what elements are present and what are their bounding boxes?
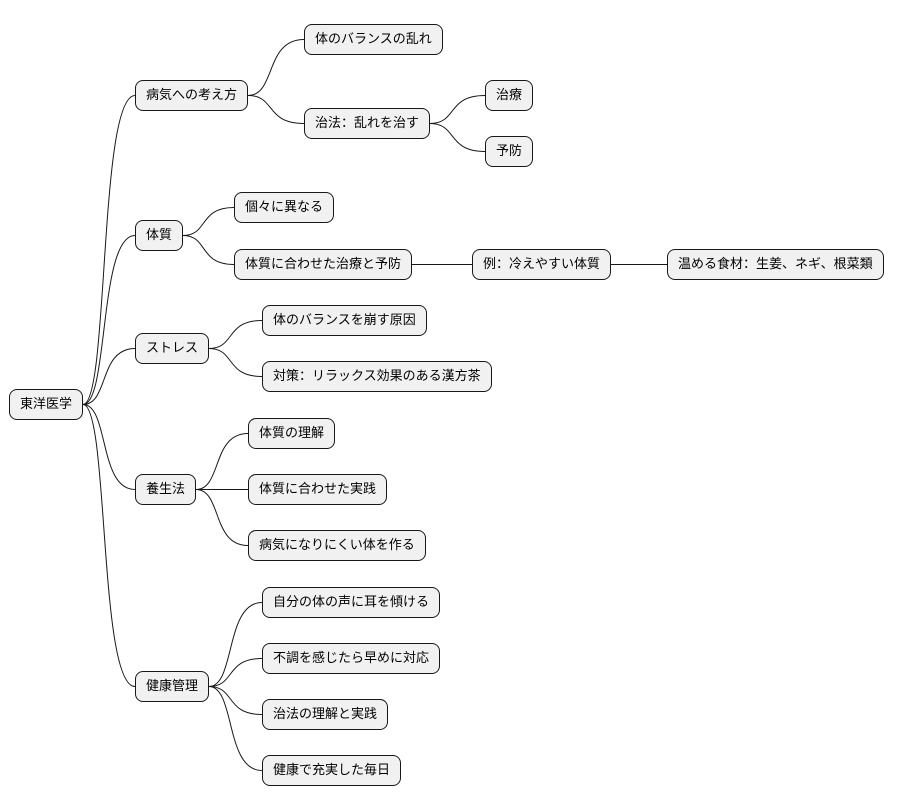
edge-node-root-to-node-byoki-kangaekata (82, 95, 136, 405)
node-chiryo: 治療 (485, 80, 534, 111)
edge-node-taishitsu-to-node-taishitsu-chiryo-yobo (182, 235, 235, 265)
node-root: 東洋医学 (9, 389, 84, 420)
edge-node-kenko-kanri-to-node-kenko-juujitsu (208, 686, 263, 771)
node-balance-kuzusu: 体のバランスを崩す原因 (262, 305, 427, 336)
edge-node-root-to-node-yojoho (82, 404, 136, 490)
edge-node-yojoho-to-node-byoki-ni-narinikui (195, 489, 249, 546)
node-fucho-hayame: 不調を感じたら早めに対応 (262, 643, 441, 674)
edge-node-chiho-midare-to-node-yobo (429, 123, 486, 152)
edge-node-yojoho-to-node-taishitsu-rikai (195, 433, 249, 490)
edge-node-root-to-node-stress (82, 348, 136, 405)
edge-node-byoki-kangaekata-to-node-balance-midare (247, 39, 305, 96)
edge-node-kenko-kanri-to-node-karada-no-koe (208, 602, 263, 687)
node-taishitsu-jissen: 体質に合わせた実践 (248, 474, 388, 505)
edge-node-stress-to-node-balance-kuzusu (208, 320, 263, 349)
node-hieyasui-taishitsu: 例：冷えやすい体質 (472, 249, 612, 280)
node-taishitsu: 体質 (135, 220, 184, 251)
node-yojoho: 養生法 (135, 474, 197, 505)
node-balance-midare: 体のバランスの乱れ (304, 24, 443, 55)
node-chiho-midare: 治法：乱れを治す (304, 108, 431, 139)
node-kenko-kanri: 健康管理 (135, 671, 210, 702)
node-byoki-ni-narinikui: 病気になりにくい体を作る (248, 530, 426, 561)
node-stress: ストレス (135, 333, 210, 364)
edge-node-byoki-kangaekata-to-node-chiho-midare (247, 95, 305, 124)
edge-node-chiho-midare-to-node-chiryo (429, 95, 486, 124)
node-kenko-juujitsu: 健康で充実した毎日 (262, 755, 402, 786)
edge-node-root-to-node-taishitsu (82, 235, 136, 405)
node-karada-no-koe: 自分の体の声に耳を傾ける (262, 587, 441, 618)
edge-node-taishitsu-to-node-koko-ni-kotonaru (182, 207, 235, 236)
node-taishitsu-rikai: 体質の理解 (248, 418, 336, 449)
edge-node-stress-to-node-taisaku-kampocha (208, 348, 263, 377)
node-yobo: 予防 (485, 136, 534, 167)
edge-node-kenko-kanri-to-node-chiho-rikai-jissen (208, 686, 263, 715)
node-atatameru-shokuzai: 温める食材：生姜、ネギ、根菜類 (667, 249, 884, 280)
node-chiho-rikai-jissen: 治法の理解と実践 (262, 699, 389, 730)
node-taisaku-kampocha: 対策：リラックス効果のある漢方茶 (262, 361, 492, 392)
edge-node-kenko-kanri-to-node-fucho-hayame (208, 658, 263, 687)
node-byoki-kangaekata: 病気への考え方 (135, 80, 249, 111)
node-taishitsu-chiryo-yobo: 体質に合わせた治療と予防 (234, 249, 413, 280)
edge-node-root-to-node-kenko-kanri (82, 404, 136, 687)
node-koko-ni-kotonaru: 個々に異なる (234, 192, 335, 223)
